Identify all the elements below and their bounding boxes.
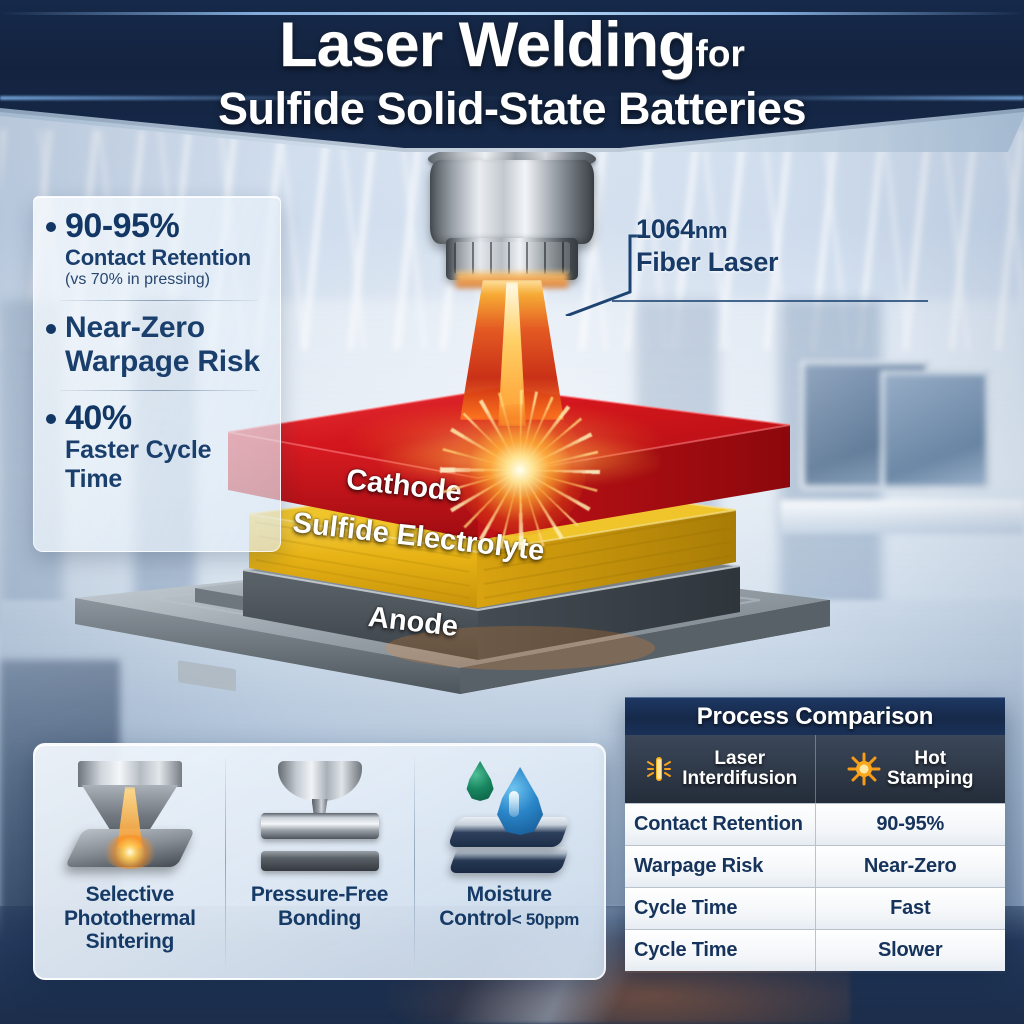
banner-top-sheen	[0, 12, 1024, 15]
benefit-subhead: Warpage Risk	[65, 345, 260, 379]
callout-underline	[612, 300, 928, 302]
feature-label-line2: Control	[439, 906, 512, 930]
workbench-background	[780, 500, 1024, 534]
column-header-line2: Interdifusion	[682, 768, 798, 789]
column-header-line2: Stamping	[886, 768, 974, 789]
benefit-item-cycle-time: 40% Faster Cycle Time	[42, 398, 270, 495]
feature-label-line1: Moisture	[466, 883, 552, 906]
feature-label-line1: Pressure-Free	[250, 883, 389, 906]
column-header-line1: Hot	[914, 747, 947, 769]
callout-wavelength-value: 1064	[636, 214, 695, 244]
table-column-header-text: Hot Stamping	[886, 747, 974, 789]
benefit-divider	[60, 300, 258, 302]
callout-leader-line	[565, 234, 646, 316]
benefit-headline: 40%	[65, 398, 132, 437]
table-row: Warpage Risk Near-Zero	[625, 845, 1005, 887]
table-cell-metric: Contact Retention	[625, 804, 816, 845]
benefit-note: (vs 70% in pressing)	[65, 271, 210, 289]
table-cell-value: Slower	[815, 930, 1005, 971]
callout-wavelength: 1064nm	[636, 214, 936, 245]
feature-label: Selective Photothermal Sintering	[64, 883, 196, 954]
table-cell-metric: Warpage Risk	[625, 846, 816, 887]
feature-label-line3: Sintering	[85, 930, 175, 954]
page-title-line1: Laser Weldingfor	[0, 14, 1024, 77]
table-column-header-laser: Laser Interdifusion	[625, 735, 816, 803]
benefit-headline: 90-95%	[65, 207, 180, 245]
feature-label: Moisture Control< 50ppm	[439, 883, 579, 930]
page-title-line2: Sulfide Solid-State Batteries	[217, 83, 807, 134]
bullet-dot-icon	[46, 222, 56, 232]
feature-label-line3: < 50ppm	[511, 909, 580, 929]
table-column-header-text: Laser Interdifusion	[682, 747, 798, 789]
benefit-item-warpage-risk: Near-Zero Warpage Risk	[42, 311, 270, 379]
table-row: Cycle Time Slower	[625, 929, 1005, 971]
water-droplet-icon	[418, 755, 600, 881]
feature-card-selective-photothermal-sintering[interactable]: Selective Photothermal Sintering	[35, 745, 225, 978]
callout-laser-type: Fiber Laser	[636, 246, 779, 277]
heat-burst-icon	[847, 752, 881, 786]
benefit-subhead: Faster Cycle	[65, 436, 212, 465]
table-column-header-hot-stamping: Hot Stamping	[815, 735, 1005, 803]
table-row: Contact Retention 90-95%	[625, 803, 1005, 845]
laser-body	[430, 160, 594, 244]
callout-wavelength-unit: nm	[694, 218, 728, 243]
feature-label-line2: Bonding	[277, 906, 362, 930]
benefit-divider	[60, 389, 258, 391]
banner-lower-sheen	[0, 96, 1024, 100]
table-cell-value: 90-95%	[815, 804, 1005, 845]
feature-card-moisture-control[interactable]: Moisture Control< 50ppm	[414, 745, 604, 978]
table-title: Process Comparison	[625, 697, 1005, 735]
key-benefits-panel: 90-95% Contact Retention (vs 70% in pres…	[33, 196, 281, 552]
table-cell-metric: Cycle Time	[625, 930, 816, 971]
laser-sintering-icon	[39, 755, 221, 881]
process-comparison-table: Process Comparison Laser Interdifusion	[625, 697, 1005, 973]
table-cell-value: Near-Zero	[815, 846, 1005, 887]
benefit-headline: Near-Zero	[65, 311, 205, 345]
bullet-dot-icon	[46, 324, 56, 335]
feature-label: Pressure-Free Bonding	[250, 883, 389, 930]
column-header-line1: Laser	[714, 747, 766, 769]
features-panel: Selective Photothermal Sintering Pressur…	[33, 743, 606, 980]
laser-beam-icon	[647, 757, 672, 781]
table-cell-metric: Cycle Time	[625, 888, 816, 929]
table-cell-value: Fast	[815, 888, 1005, 929]
benefit-note: Time	[65, 464, 123, 493]
table-header-row: Laser Interdifusion Hot Stamping	[625, 735, 1005, 803]
bullet-dot-icon	[46, 413, 56, 424]
benefit-item-contact-retention: 90-95% Contact Retention (vs 70% in pres…	[42, 209, 270, 290]
title-for-text: for	[695, 33, 745, 74]
feature-card-pressure-free-bonding[interactable]: Pressure-Free Bonding	[224, 745, 415, 978]
title-main-text: Laser Welding	[279, 10, 696, 80]
laser-callout: 1064nm Fiber Laser	[612, 214, 936, 302]
benefit-subhead: Contact Retention	[65, 244, 252, 270]
press-bonding-icon	[229, 755, 411, 881]
table-row: Cycle Time Fast	[625, 887, 1005, 929]
feature-label-line2: Photothermal	[63, 906, 196, 930]
machine-screen-right	[880, 370, 990, 490]
feature-label-line1: Selective	[85, 883, 175, 906]
